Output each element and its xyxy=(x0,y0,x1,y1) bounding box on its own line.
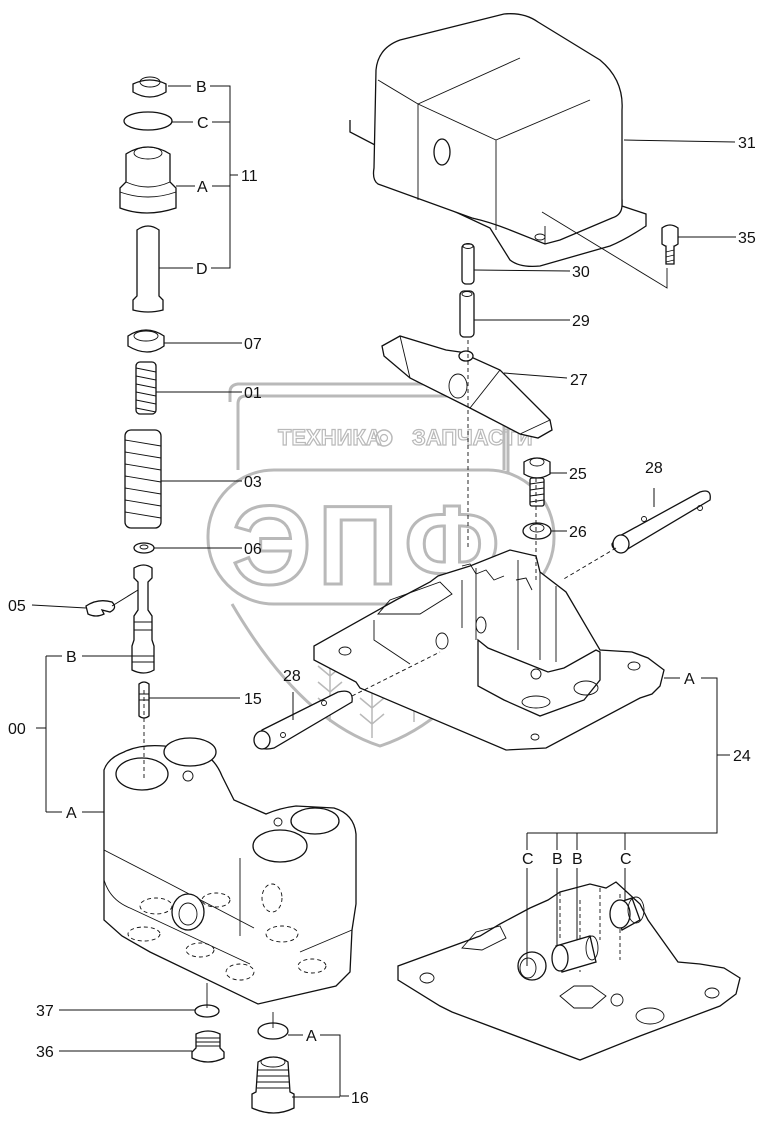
part-36-plug[interactable] xyxy=(191,1030,225,1063)
callout-26: 26 xyxy=(569,524,587,541)
leader-lines xyxy=(31,85,736,1098)
part-28-pin-left[interactable] xyxy=(253,651,441,750)
bushing-c-left xyxy=(517,951,547,981)
callout-03: 03 xyxy=(244,474,262,491)
part-11D-plunger[interactable] xyxy=(132,225,164,313)
callout-28-left: 28 xyxy=(283,668,301,685)
part-30-pin[interactable] xyxy=(461,243,475,285)
part-05-shim[interactable] xyxy=(85,600,116,617)
part-06-washer[interactable] xyxy=(133,542,155,554)
callout-28-right: 28 xyxy=(645,460,663,477)
callout-30: 30 xyxy=(572,264,590,281)
callout-29: 29 xyxy=(572,313,590,330)
part-29-pin[interactable] xyxy=(459,290,475,338)
part-25-socket-bolt[interactable] xyxy=(523,457,551,507)
part-01-inner-spring[interactable] xyxy=(135,361,157,415)
bushing-c-right xyxy=(609,896,645,931)
part-16A-oring[interactable] xyxy=(257,1012,289,1040)
part-24-casing-lower[interactable] xyxy=(397,881,741,1061)
callout-11-A: A xyxy=(197,179,208,196)
part-35-bolt[interactable] xyxy=(661,224,679,265)
part-31-cover[interactable] xyxy=(349,13,668,289)
callout-24: 24 xyxy=(733,748,751,765)
watermark-banner xyxy=(206,468,556,606)
gear-icon xyxy=(375,429,393,447)
callout-labels: 31 35 30 29 27 25 26 28 28 24 A C B B C … xyxy=(8,79,756,1107)
callout-16: 16 xyxy=(351,1090,369,1107)
callout-00: 00 xyxy=(8,721,26,738)
part-37-oring[interactable] xyxy=(194,983,220,1018)
callout-24-A: A xyxy=(684,671,695,688)
callout-24-C-left: C xyxy=(522,851,534,868)
part-11C-oring[interactable] xyxy=(123,111,173,131)
callout-07: 07 xyxy=(244,336,262,353)
callout-36: 36 xyxy=(36,1044,54,1061)
callout-00-B: B xyxy=(66,649,77,666)
callout-37: 37 xyxy=(36,1003,54,1020)
callout-27: 27 xyxy=(570,372,588,389)
watermark-left-text: ТЕХНИКА xyxy=(278,425,382,450)
part-00B-spool[interactable] xyxy=(131,564,155,674)
part-07-seat[interactable] xyxy=(127,329,165,353)
bushing-b xyxy=(551,935,599,973)
callout-01: 01 xyxy=(244,385,262,402)
callout-11-D: D xyxy=(196,261,208,278)
callout-24-B-left: B xyxy=(552,851,563,868)
part-16-plug[interactable] xyxy=(251,1056,295,1114)
callout-15: 15 xyxy=(244,691,262,708)
callout-05: 05 xyxy=(8,598,26,615)
callout-35: 35 xyxy=(738,230,756,247)
callout-16-A: A xyxy=(306,1028,317,1045)
callout-31: 31 xyxy=(738,135,756,152)
watermark: ТЕХНИКА ЗАПЧАСТИ ЭПФ xyxy=(206,382,556,748)
part-11B-seal[interactable] xyxy=(132,76,167,98)
callout-00-A: A xyxy=(66,805,77,822)
callout-25: 25 xyxy=(569,466,587,483)
part-03-outer-spring[interactable] xyxy=(124,429,162,529)
callout-06: 06 xyxy=(244,541,262,558)
part-26-retaining-ring[interactable] xyxy=(522,522,552,540)
callout-11: 11 xyxy=(241,168,258,185)
part-11A-bushing[interactable] xyxy=(119,146,177,214)
callout-11-C: C xyxy=(197,115,209,132)
part-24-casing-upper[interactable] xyxy=(313,340,665,751)
callout-11-B: B xyxy=(196,79,207,96)
part-00A-valve-body[interactable] xyxy=(103,690,357,1005)
callout-24-B-right: B xyxy=(572,851,583,868)
part-28-pin-right[interactable] xyxy=(561,490,711,581)
callout-24-C-right: C xyxy=(620,851,632,868)
part-27-lever[interactable] xyxy=(381,335,553,439)
